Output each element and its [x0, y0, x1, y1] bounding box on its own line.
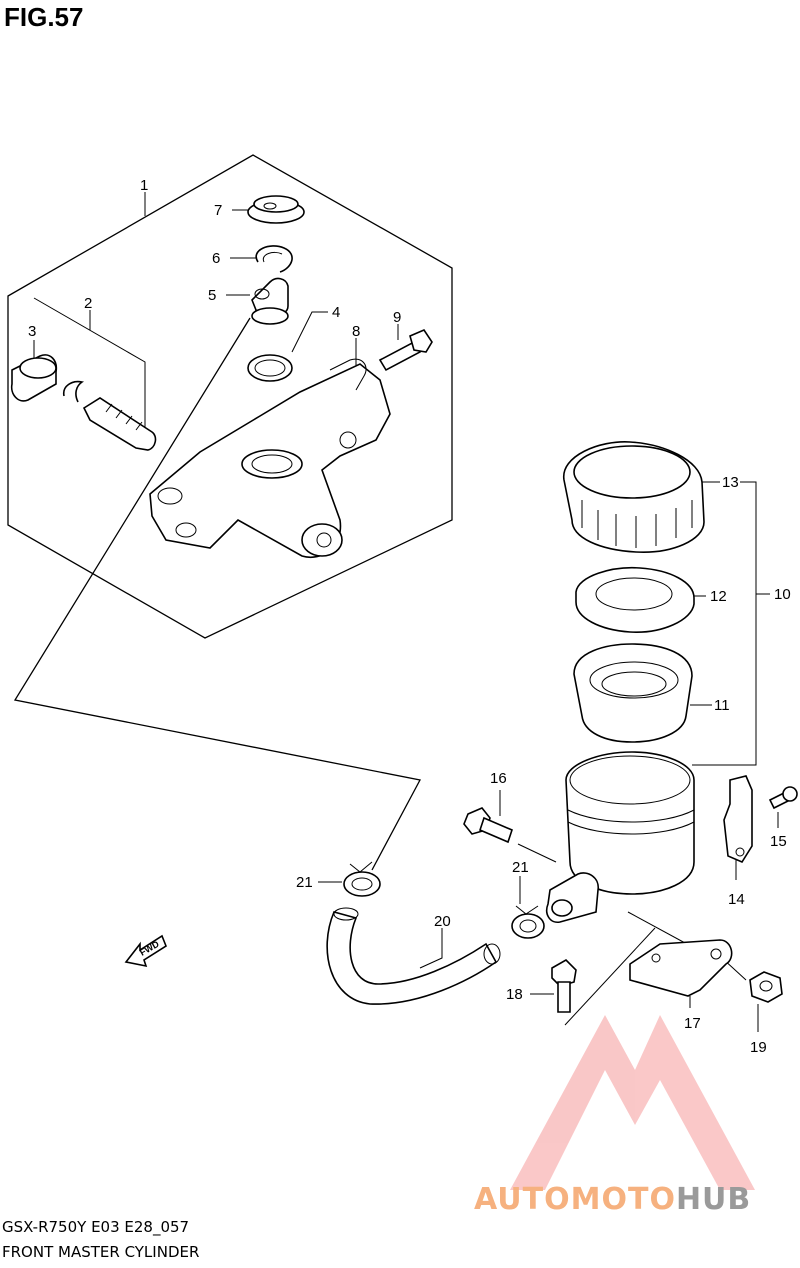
part-17-bracket — [629, 939, 733, 997]
watermark-logo — [510, 1015, 755, 1190]
callout-21-right: 21 — [512, 859, 529, 876]
part-20-hose — [326, 907, 501, 1005]
part-16-bolt — [463, 807, 513, 844]
watermark-text-b: HUB — [675, 1182, 752, 1217]
part-21-clamp-left — [343, 861, 381, 897]
part-19-nut — [749, 971, 783, 1003]
callout-7: 7 — [214, 202, 222, 219]
callout-19: 19 — [750, 1039, 767, 1056]
callout-6: 6 — [212, 250, 220, 267]
callout-10: 10 — [774, 586, 791, 603]
part-8-master-cylinder — [149, 358, 391, 559]
callout-14: 14 — [728, 891, 745, 908]
part-12-plate — [575, 566, 695, 633]
part-9-bolt — [378, 329, 433, 372]
part-13-reservoir-cap — [563, 441, 705, 553]
part-10-reservoir — [545, 751, 695, 924]
watermark-text: AUTOMOTOHUB — [474, 1182, 751, 1217]
fwd-arrow-icon: FWD — [124, 934, 167, 968]
callout-5: 5 — [208, 287, 216, 304]
callout-17: 17 — [684, 1015, 701, 1032]
figure-title: FIG.57 — [4, 2, 84, 32]
callout-11: 11 — [714, 697, 730, 714]
model-code-caption: GSX-R750Y E03 E28_057 — [2, 1218, 190, 1236]
callout-20: 20 — [434, 913, 451, 930]
part-4-oring — [247, 354, 293, 382]
callout-16: 16 — [490, 770, 507, 787]
callout-labels: 1 2 3 4 5 6 7 8 9 10 11 12 13 14 15 16 1… — [28, 177, 791, 1056]
callout-21-left: 21 — [296, 874, 313, 891]
callout-9: 9 — [393, 309, 401, 326]
part-5-fitting — [251, 277, 289, 325]
part-6-circlip — [255, 245, 293, 273]
diagram-description-caption: FRONT MASTER CYLINDER — [2, 1243, 200, 1261]
part-14-bracket — [723, 775, 753, 864]
callout-13: 13 — [722, 474, 739, 491]
callout-15: 15 — [770, 833, 787, 850]
watermark-text-a: AUTOMOTO — [474, 1182, 676, 1217]
kit-outline-1 — [7, 154, 453, 639]
callout-1: 1 — [140, 177, 148, 194]
callout-18: 18 — [506, 986, 523, 1003]
part-11-diaphragm — [573, 643, 693, 743]
callout-8: 8 — [352, 323, 360, 340]
leader-lines — [13, 192, 779, 1032]
part-18-bolt — [551, 959, 577, 1013]
callout-4: 4 — [332, 304, 340, 321]
part-15-screw — [768, 786, 798, 810]
part-7-cap — [247, 195, 305, 224]
part-2-piston-assy — [62, 380, 157, 451]
callout-2: 2 — [84, 295, 92, 312]
callout-12: 12 — [710, 588, 727, 605]
part-21-clamp-right — [511, 905, 545, 939]
callout-3: 3 — [28, 323, 36, 340]
part-3-boot — [10, 354, 58, 402]
